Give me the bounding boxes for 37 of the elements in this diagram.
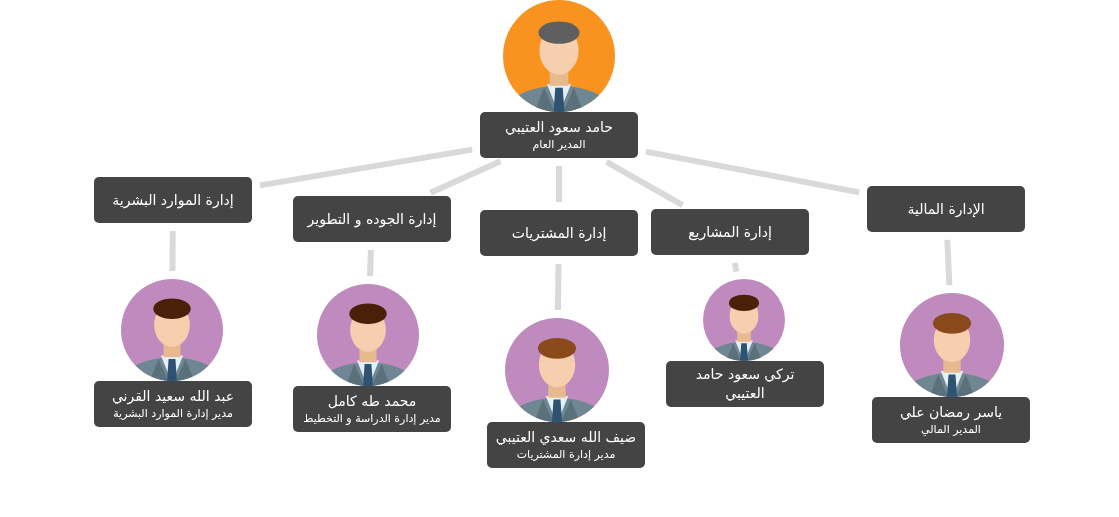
name-card xyxy=(94,381,252,427)
job-title: المدير العام xyxy=(532,137,586,152)
connector-line xyxy=(645,148,860,196)
department-box xyxy=(651,209,809,255)
connector-line xyxy=(169,230,176,272)
connector-line xyxy=(259,146,473,189)
person-name: تركي سعود حامد العتيبي xyxy=(695,365,795,403)
person-name: ياسر رمضان علي xyxy=(899,403,1003,422)
department-name: إدارة المشتريات xyxy=(511,223,607,243)
person-name: حامد سعود العتيبي xyxy=(505,118,613,137)
person-name: ضيف الله سعدي العتيبي xyxy=(495,428,637,447)
job-title: مدير إدارة المشتريات xyxy=(516,447,616,462)
department-box xyxy=(867,186,1025,232)
department-name: إدارة المشاريع xyxy=(688,222,772,242)
department-box xyxy=(480,210,638,256)
connector-line xyxy=(367,249,374,277)
job-title: مدير إدارة الدراسة و التخطيط xyxy=(303,411,441,426)
department-name: إدارة الموارد البشرية xyxy=(112,190,234,210)
job-title: مدير إدارة الموارد البشرية xyxy=(113,406,233,421)
connector-line xyxy=(605,159,684,208)
department-name: الإدارة المالية xyxy=(907,199,985,219)
connector-line xyxy=(429,158,502,196)
name-card xyxy=(872,397,1030,443)
department-box xyxy=(94,177,252,223)
job-title: المدير المالي xyxy=(921,422,981,437)
department-name: إدارة الجوده و التطوير xyxy=(307,209,437,229)
connector-line xyxy=(731,262,740,273)
connector-line xyxy=(554,263,562,311)
connector-line xyxy=(556,166,562,202)
person-name: عبد الله سعيد القرني xyxy=(111,387,235,406)
name-card xyxy=(480,112,638,158)
name-card xyxy=(666,361,824,407)
name-card xyxy=(487,422,645,468)
name-card xyxy=(293,386,451,432)
connector-line xyxy=(944,239,953,286)
department-box xyxy=(293,196,451,242)
person-name: محمد طه كامل xyxy=(327,392,417,411)
